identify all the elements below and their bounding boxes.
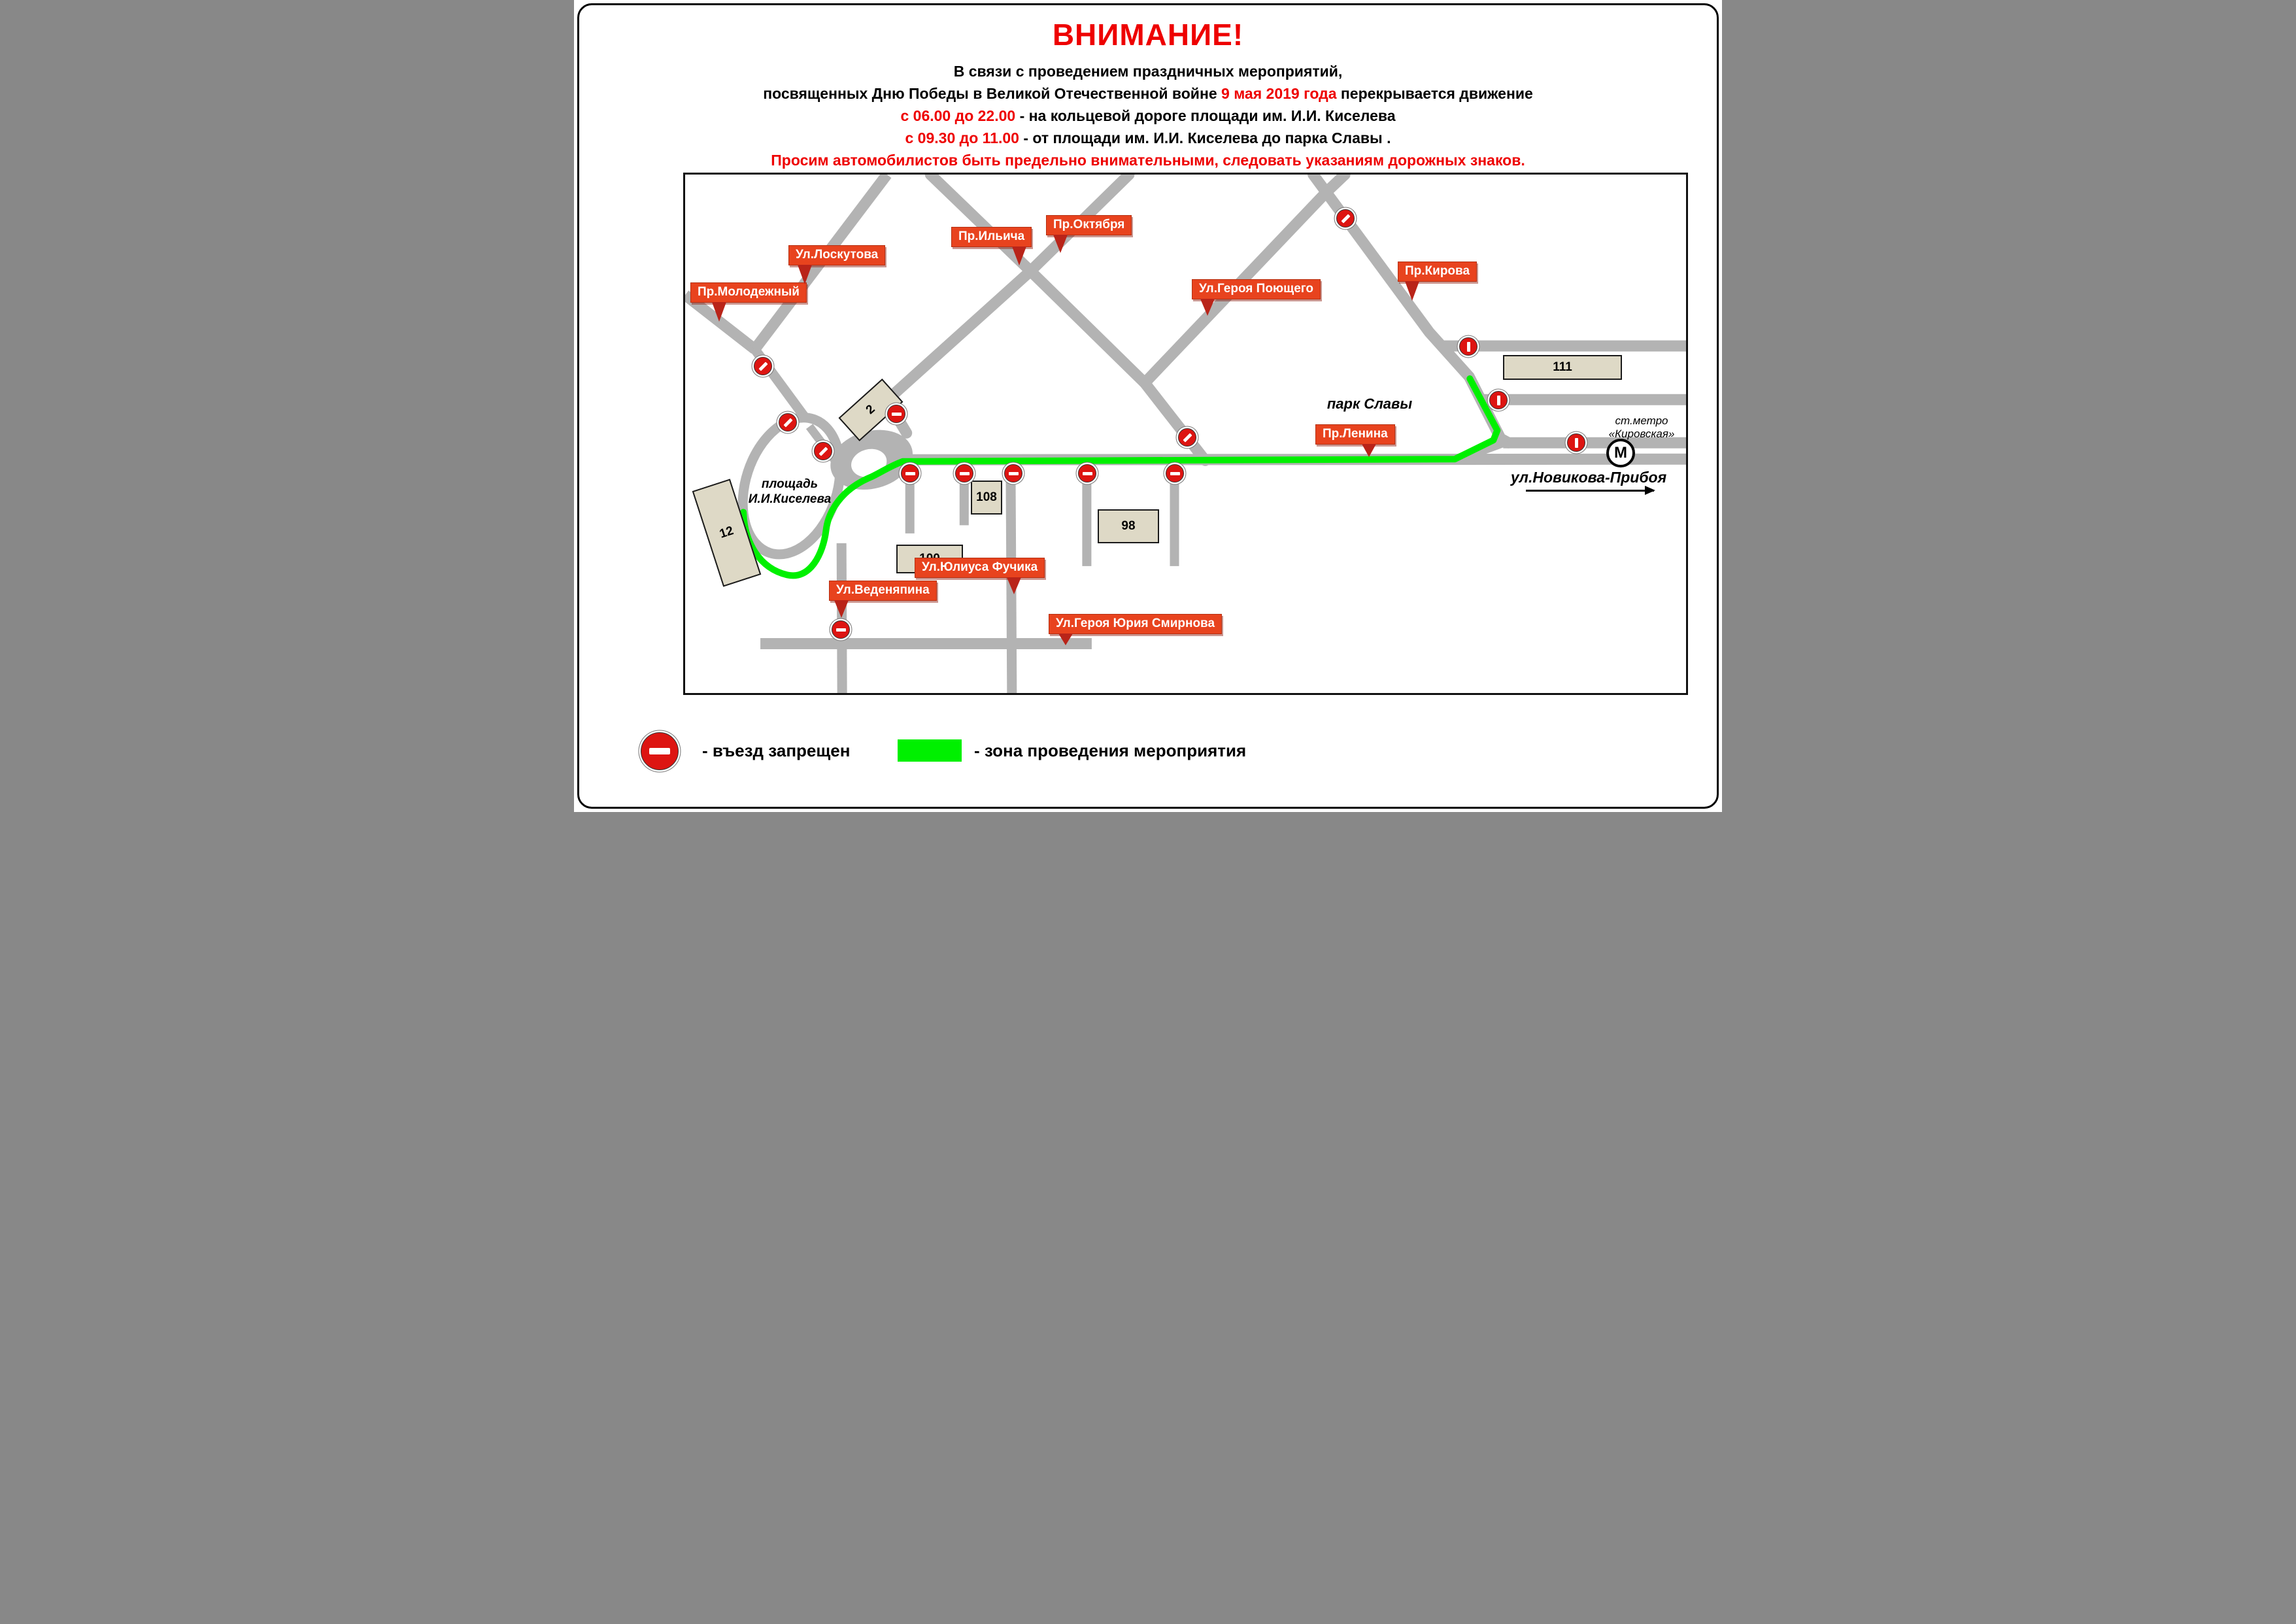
event-zone-line [740,375,1501,579]
road-vedenyapina [836,543,847,693]
no-entry-sign-icon [1336,209,1355,228]
no-entry-sign-icon [955,464,973,482]
header-line2-black1: посвященных Дню Победы в Великой Отечест… [763,85,1217,103]
metro-label-line1: ст.метро [1615,414,1668,427]
street-label-geroya-poyushchego: Ул.Героя Поющего [1192,279,1321,316]
legend-zone-label: - зона проведения мероприятия [974,741,1247,760]
direction-arrow-icon [1526,486,1655,495]
metro-icon: М [1606,439,1635,467]
road-ilyicha [924,175,1211,466]
building-108: 108 [971,481,1002,515]
no-entry-sign-icon [1567,433,1585,452]
no-entry-sign-icon [1489,391,1508,409]
street-label-lenina: Пр.Ленина [1315,424,1395,457]
header: ВНИМАНИЕ! В связи с проведением празднич… [574,14,1722,171]
square-kiseleva-label: площадь И.И.Киселева [734,477,845,507]
header-line-5: Просим автомобилистов быть предельно вни… [771,152,1525,169]
road-oktyabrya [879,175,1135,439]
square-label-line2: И.И.Киселева [748,492,832,506]
header-line-2: посвященных Дню Победы в Великой Отечест… [574,84,1722,104]
no-entry-sign-icon [832,620,850,639]
no-entry-sign-icon [779,413,797,431]
no-entry-sign-icon [1178,428,1196,447]
poster-page: ВНИМАНИЕ! В связи с проведением празднич… [574,0,1722,812]
metro-station-label: ст.метро «Кировская» [1589,414,1694,441]
street-label-pin-icon [1058,634,1073,645]
header-line3-text: - на кольцевой дороге площади им. И.И. К… [1019,107,1396,125]
square-label-line1: площадь [761,477,819,491]
street-label-pin-icon [798,265,812,284]
street-label-oktyabrya: Пр.Октября [1046,215,1132,253]
header-line3-time: с 06.00 до 22.00 [900,107,1016,125]
street-label-pin-icon [834,600,849,618]
street-label-geroya-smirnova: Ул.Героя Юрия Смирнова [1049,614,1223,645]
street-label-ilyicha: Пр.Ильича [951,227,1032,265]
roads-layer [685,175,1686,693]
building-98: 98 [1098,509,1159,543]
street-label-pin-icon [1200,299,1215,316]
no-entry-sign-icon [1459,337,1477,356]
no-entry-sign-icon [641,732,679,770]
street-label-pin-icon [1405,281,1419,301]
metro-label-line2: «Кировская» [1608,428,1675,440]
header-line4-text: - от площади им. И.И. Киселева до парка … [1023,129,1391,147]
novikova-priboya-label: ул.Новикова-Прибоя [1510,469,1667,486]
street-label-loskutova: Ул.Лоскутова [788,245,886,284]
header-line-4: с 09.30 до 11.00 - от площади им. И.И. К… [574,128,1722,148]
street-label-molodezhny: Пр.Молодежный [690,282,807,322]
no-entry-sign-icon [814,442,832,460]
header-line-3: с 06.00 до 22.00 - на кольцевой дороге п… [574,106,1722,126]
legend-no-entry-label: - въезд запрещен [702,741,851,760]
header-line2-date: 9 мая 2019 года [1221,85,1337,103]
no-entry-sign-icon [887,405,905,423]
no-entry-sign-icon [901,464,919,482]
no-entry-sign-icon [754,357,772,375]
legend: - въезд запрещен - зона проведения мероп… [574,724,1722,783]
road-molodezhny [685,290,758,354]
park-slavy-label: парк Славы [1326,396,1413,412]
street-label-pin-icon [1362,444,1376,457]
header-line4-time: с 09.30 до 11.00 [905,129,1019,147]
street-label-vedenyapina: Ул.Веденяпина [829,581,937,618]
no-entry-sign-icon [1078,464,1096,482]
street-label-pin-icon [712,302,726,322]
street-label-pin-icon [1012,246,1026,265]
no-entry-sign-icon [1004,464,1022,482]
no-entry-sign-icon [1166,464,1184,482]
page-title: ВНИМАНИЕ! [1052,18,1244,52]
header-line2-black2: перекрывается движение [1340,85,1533,103]
street-label-kirova: Пр.Кирова [1398,262,1477,301]
building-111: 111 [1503,355,1622,380]
header-line-1: В связи с проведением праздничных меропр… [953,63,1343,80]
street-label-pin-icon [1053,235,1068,253]
street-label-yuliusa-fuchika: Ул.Юлиуса Фучика [915,558,1045,594]
event-zone-swatch [898,739,962,762]
street-label-pin-icon [1007,577,1021,594]
